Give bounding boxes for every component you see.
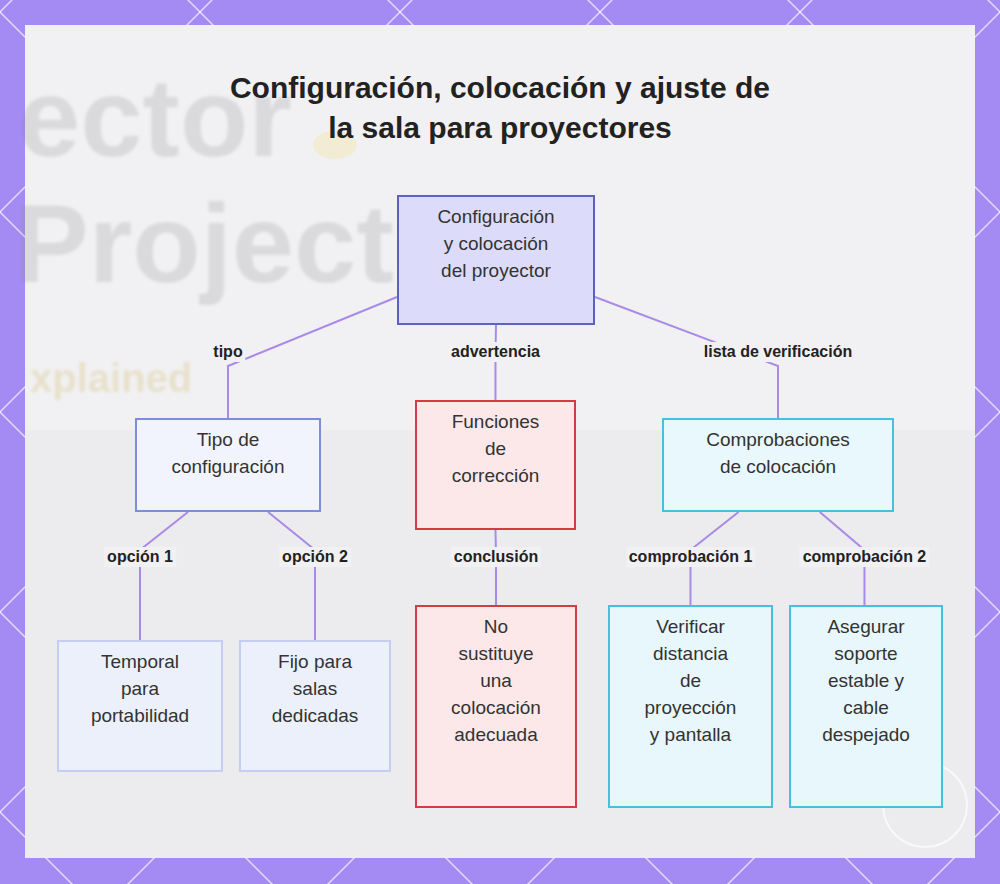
edge-label: advertencia [448,342,543,362]
box-text: Comprobaciones de colocación [701,426,855,480]
box-text: Tipo de configuración [147,426,309,480]
box-text: Fijo para salas dedicadas [266,648,364,729]
edge-label: tipo [210,342,245,362]
edge-label: opción 2 [279,547,351,567]
box-text: Temporal para portabilidad [86,648,194,729]
connector-line [228,297,397,418]
connector-line [495,530,498,605]
process-box: Verificar distancia de proyección y pant… [608,605,773,808]
box-text: Verificar distancia de proyección y pant… [643,613,738,748]
box-text: Funciones de corrección [446,408,545,489]
process-box: Comprobaciones de colocación [662,418,894,512]
edge-label: opción 1 [104,547,176,567]
connector-line [495,325,498,400]
edge-label: comprobación 2 [800,547,930,567]
box-text: Configuración y colocación del proyector [435,203,557,284]
connector-line [140,512,188,640]
connector-line [268,512,315,640]
box-text: No sustituye una colocación adecuada [448,613,544,748]
edge-label: conclusión [451,547,541,567]
watermark-text: xplained [30,358,192,398]
process-box: Funciones de corrección [415,400,576,530]
process-box: Asegurar soporte estable y cable despeja… [789,605,943,808]
box-text: Asegurar soporte estable y cable despeja… [819,613,913,748]
process-box: Fijo para salas dedicadas [239,640,391,772]
diagram-title: Configuración, colocación y ajuste de la… [215,68,785,148]
process-box: Configuración y colocación del proyector [397,195,595,325]
process-box: Temporal para portabilidad [57,640,223,772]
watermark-text: Project [14,188,394,300]
edge-label: lista de verificación [701,342,856,362]
process-box: No sustituye una colocación adecuada [415,605,577,808]
edge-label: comprobación 1 [626,547,756,567]
process-box: Tipo de configuración [135,418,321,512]
